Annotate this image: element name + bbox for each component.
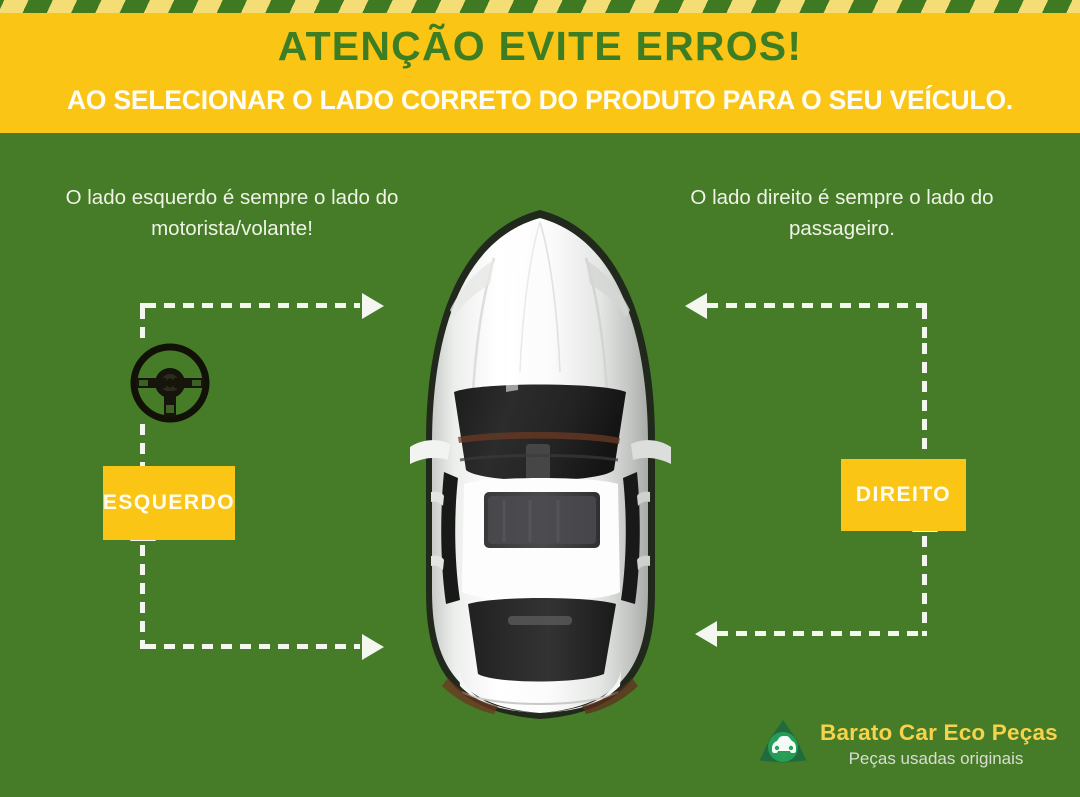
caption-right: O lado direito é sempre o lado do passag… xyxy=(690,186,994,240)
arrow-left-top-head xyxy=(362,293,384,319)
label-esquerdo-text: ESQUERDO xyxy=(102,491,236,514)
brand-logo: Barato Car Eco Peças Peças usadas origin… xyxy=(752,716,1058,782)
route-left-vertical-upper xyxy=(140,308,145,346)
label-box-esquerdo: ESQUERDO xyxy=(103,466,235,540)
route-right-top-corner xyxy=(922,303,927,308)
route-left-top-corner xyxy=(140,303,145,308)
tape-underline xyxy=(0,13,1080,17)
header-banner: ATENÇÃO EVITE ERROS! AO SELECIONAR O LAD… xyxy=(0,0,1080,133)
route-right-bottom-horizontal xyxy=(717,631,922,636)
route-left-bottom-corner xyxy=(140,644,145,649)
page-title: ATENÇÃO EVITE ERROS! xyxy=(277,23,803,69)
page-subtitle: AO SELECIONAR O LADO CORRETO DO PRODUTO … xyxy=(67,85,1013,115)
label-box-direito: DIREITO xyxy=(841,459,966,531)
arrow-right-top-head xyxy=(685,293,707,319)
route-right-vertical-upper xyxy=(922,308,927,343)
route-right-top-horizontal xyxy=(707,303,922,308)
route-left-top-horizontal xyxy=(145,303,360,308)
label-direito-text: DIREITO xyxy=(855,483,952,506)
arrow-right-bottom-head xyxy=(695,621,717,647)
route-right-bottom-corner xyxy=(922,631,927,636)
caption-left: O lado esquerdo é sempre o lado do motor… xyxy=(65,186,399,240)
recycle-icon xyxy=(752,718,814,776)
brand-name: Barato Car Eco Peças xyxy=(820,720,1058,745)
route-left-bottom-horizontal xyxy=(145,644,360,649)
route-left-bottom-vertical xyxy=(140,545,145,645)
arrow-left-bottom-head xyxy=(362,634,384,660)
car-top-view-icon xyxy=(398,192,683,729)
route-right-bottom-vertical xyxy=(922,536,927,631)
warning-tape-stripes xyxy=(0,0,1080,14)
steering-wheel-icon xyxy=(130,343,210,423)
brand-tagline: Peças usadas originais xyxy=(848,749,1024,768)
route-right-vertical-lower xyxy=(922,343,927,451)
route-left-vertical-lower xyxy=(140,424,145,470)
